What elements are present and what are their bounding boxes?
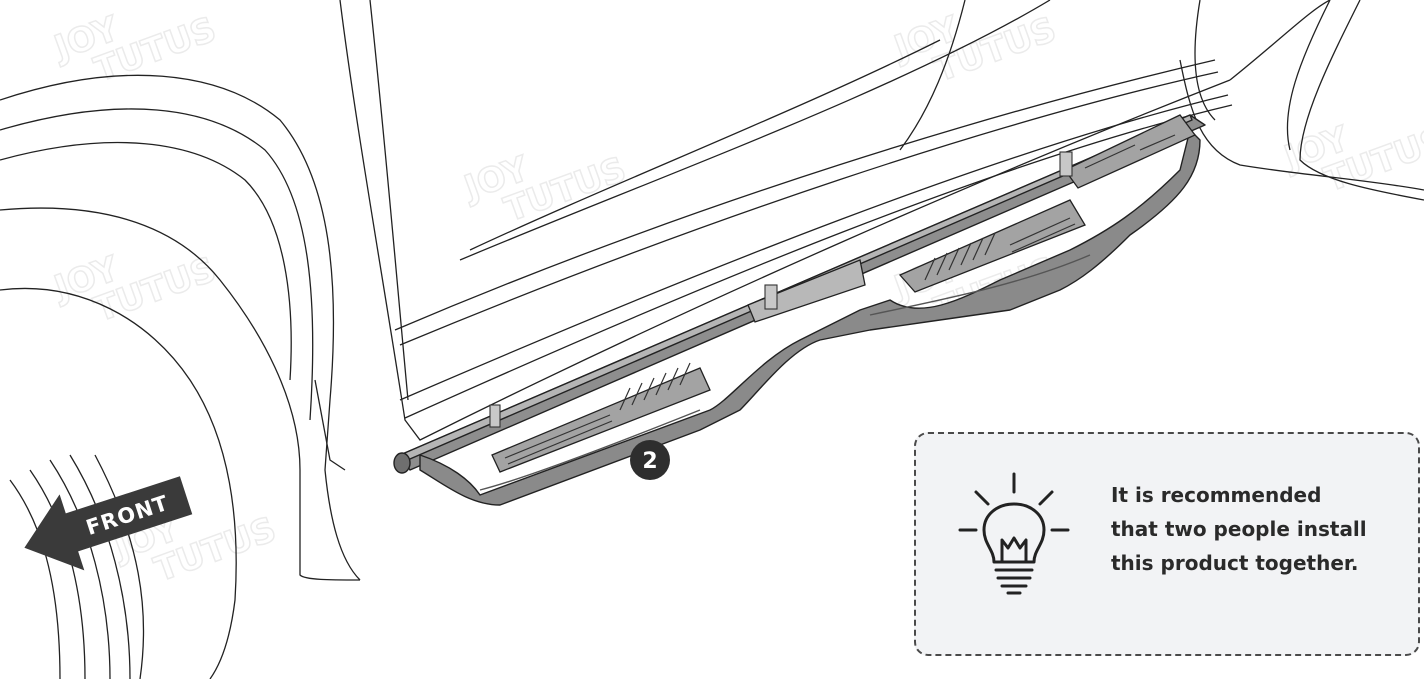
front-arrow-shape <box>24 476 193 571</box>
step-badge-circle <box>630 440 670 480</box>
tip-line: this product together. <box>1111 551 1359 575</box>
vehicle-body <box>339 0 1424 441</box>
step-pad-rear <box>1064 114 1197 189</box>
step-number: 2 <box>642 449 657 474</box>
tip-text: It is recommended that two people instal… <box>1111 478 1411 580</box>
step-pad-slots <box>504 134 1176 465</box>
front-fender <box>0 74 361 679</box>
watermark: JOY TUTUS <box>47 8 222 91</box>
lightbulb-icon <box>958 472 1070 595</box>
tip-line: It is recommended <box>1111 483 1322 507</box>
tip-line: that two people install <box>1111 517 1367 541</box>
step-number-badge: 2 <box>630 440 670 480</box>
tip-box: It is recommended that two people instal… <box>914 432 1420 656</box>
step-pad-middle <box>898 199 1086 293</box>
watermark: JOY TUTUS <box>887 8 1062 91</box>
step-pad-front <box>491 367 711 473</box>
watermark: JOY TUTUS <box>1277 118 1424 201</box>
brackets <box>489 151 1073 428</box>
watermark: JOY TUTUS <box>457 148 632 231</box>
step-pads <box>489 114 1197 473</box>
